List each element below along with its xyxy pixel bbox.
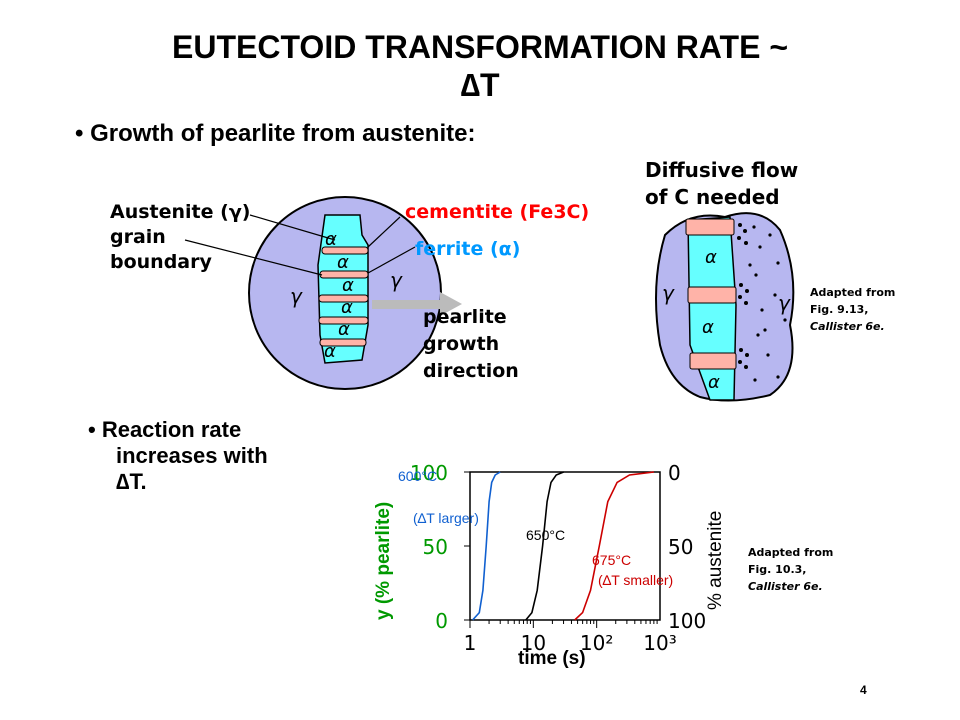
credit-line: Adapted from: [810, 286, 896, 299]
growth-arrow-shaft: [372, 300, 440, 309]
gamma-symbol: γ: [290, 284, 303, 308]
cementite-pointer: [367, 216, 401, 248]
alpha-symbol: α: [325, 229, 337, 250]
alpha-labels: α α α α α α: [324, 229, 354, 362]
alpha-symbol: α: [342, 275, 354, 296]
page-number: 4: [860, 683, 867, 697]
grain-boundary-pointer: [184, 239, 323, 276]
transformation-chart: 1 10 10² 10³ 0 50 100 100 50 0: [410, 462, 706, 655]
series-curves: [472, 471, 654, 621]
bullet2-line-3: ∆T.: [116, 469, 147, 494]
credit-line: Fig. 9.13,: [810, 303, 869, 316]
x-tick-label: 10²: [580, 631, 613, 655]
cementite-plates: [318, 246, 369, 347]
bullet-reaction-rate: • Reaction rate increases with ∆T.: [88, 417, 268, 495]
label-pearlite: pearlite: [423, 306, 507, 328]
alpha-symbol: α: [337, 252, 349, 273]
series-line-2: [574, 471, 654, 621]
y-tick-label-left: 50: [423, 535, 448, 559]
gamma-symbol: γ: [778, 291, 791, 315]
credit-line: Callister 6e.: [748, 580, 823, 593]
y-axis-label: y (% pearlite): [373, 501, 394, 620]
label-ferrite: ferrite (α): [415, 238, 521, 260]
y-tick-label-right: 100: [668, 609, 706, 633]
credit-fig-9-13: Adapted from Fig. 9.13, Callister 6e.: [810, 284, 895, 335]
credit-fig-10-3: Adapted from Fig. 10.3, Callister 6e.: [748, 544, 833, 595]
cementite-layers: [685, 218, 737, 370]
slide-title: EUTECTOID TRANSFORMATION RATE ~ ∆T: [0, 28, 960, 104]
credit-line: Adapted from: [748, 546, 834, 559]
diffusive-flow-line-2: of C needed: [645, 185, 780, 209]
diffusive-flow-line-1: Diffusive flow: [645, 158, 799, 182]
alpha-symbol: α: [708, 372, 720, 393]
alpha-symbol: α: [338, 319, 350, 340]
alpha-symbol: α: [705, 247, 717, 268]
alpha-symbol: α: [324, 341, 336, 362]
x-tick-label: 10³: [643, 631, 676, 655]
bullet2-line-1: • Reaction rate: [88, 417, 242, 442]
series-line-0: [472, 471, 501, 621]
label-600c-note: (∆T larger): [413, 510, 479, 526]
label-growth: growth: [423, 333, 500, 355]
ferrite-pointer: [367, 246, 416, 274]
series-line-1: [525, 471, 564, 621]
diffusion-figure: α α α γ γ: [655, 212, 795, 402]
label-650c: 650°C: [526, 527, 566, 543]
label-austenite: Austenite (γ): [110, 201, 251, 223]
bullet-pearlite-growth: • Growth of pearlite from austenite:: [75, 120, 476, 147]
y-axis-right-label: % austenite: [705, 510, 726, 610]
label-grain: grain: [110, 226, 166, 248]
y-tick-label-left: 100: [410, 462, 448, 485]
bullet2-line-2: increases with: [116, 443, 268, 468]
growth-arrow-head: [440, 292, 462, 316]
x-tick-label: 1: [464, 631, 477, 655]
gamma-symbol: γ: [390, 268, 403, 292]
y-tick-label-right: 50: [668, 535, 693, 559]
x-axis-label: time (s): [518, 648, 586, 669]
label-675c: 675°C: [592, 552, 632, 568]
alpha-symbol: α: [341, 297, 353, 318]
gamma-symbol: γ: [662, 281, 675, 305]
label-675c-note: (∆T smaller): [598, 572, 674, 588]
axis-ticks: 1 10 10² 10³ 0 50 100 100 50 0: [410, 462, 706, 655]
title-line-2: ∆T: [460, 67, 500, 103]
y-tick-label-right: 0: [668, 462, 681, 485]
credit-line: Fig. 10.3,: [748, 563, 807, 576]
x-tick-label: 10: [521, 631, 546, 655]
label-direction: direction: [423, 360, 519, 382]
label-600c: 600°C: [398, 468, 438, 484]
y-tick-label-left: 0: [435, 609, 448, 633]
label-boundary: boundary: [110, 251, 212, 273]
austenite-pointer: [249, 214, 336, 241]
plot-frame: [469, 471, 661, 621]
pearlite-growth-figure: α α α α α α γ γ: [184, 196, 462, 390]
alpha-symbol: α: [702, 317, 714, 338]
carbon-dots: [737, 223, 787, 382]
title-line-1: EUTECTOID TRANSFORMATION RATE ~: [172, 29, 788, 65]
label-cementite: cementite (Fe3C): [405, 201, 590, 223]
credit-line: Callister 6e.: [810, 320, 885, 333]
